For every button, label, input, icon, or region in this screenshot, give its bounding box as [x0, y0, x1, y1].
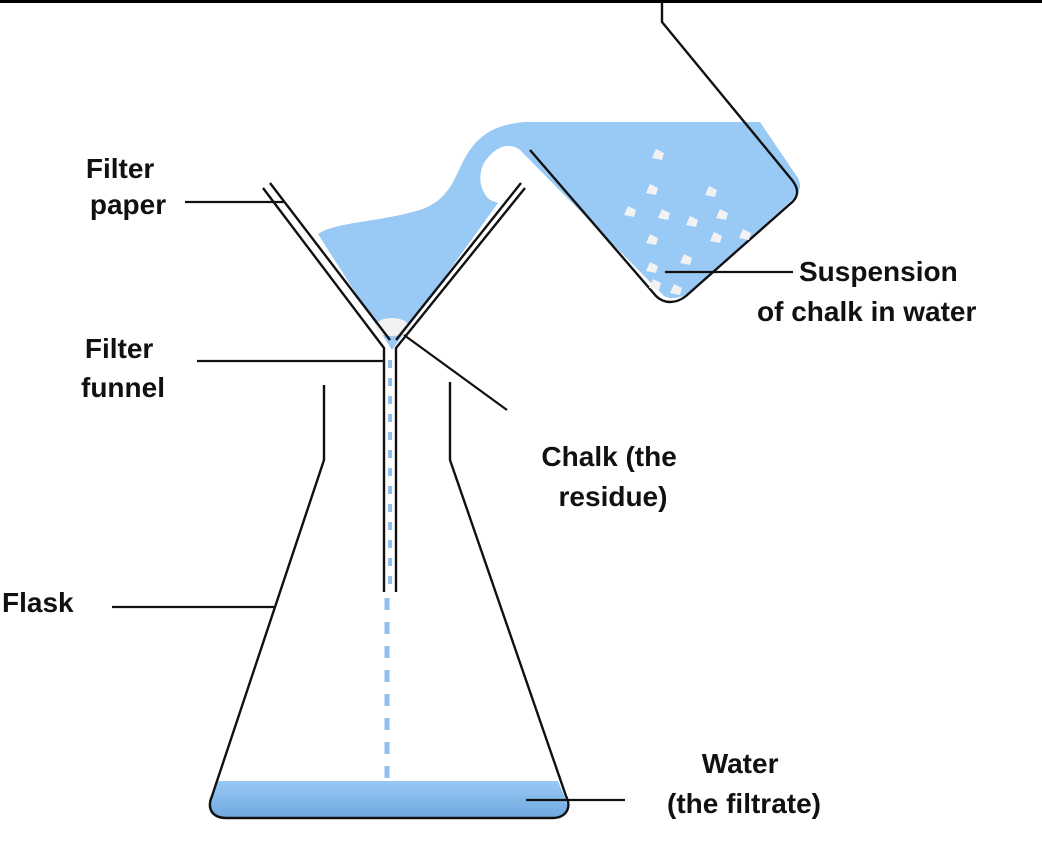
chalk-particle: [680, 254, 692, 265]
filtrate-water: [208, 781, 568, 818]
top-border: [0, 0, 1042, 3]
chalk-particle: [658, 209, 670, 220]
chalk-particle: [716, 209, 728, 220]
chalk-particle: [646, 184, 658, 195]
label-flask: Flask: [2, 587, 74, 618]
chalk-particle: [705, 186, 717, 197]
chalk-particle: [624, 206, 636, 217]
chalk-particle: [670, 284, 682, 295]
chalk-particle: [646, 262, 658, 273]
label-filtrate: Water (the filtrate): [667, 748, 821, 819]
leader-chalk: [403, 334, 508, 411]
label-filter-paper: Filter paper: [86, 153, 166, 220]
label-filter-funnel: Filter funnel: [81, 333, 165, 403]
filter-funnel: [262, 182, 526, 592]
label-suspension: Suspension of chalk in water: [757, 256, 976, 327]
chalk-particle: [649, 279, 661, 290]
chalk-particle: [739, 229, 751, 240]
chalk-particle: [646, 234, 658, 245]
chalk-particle: [686, 216, 698, 227]
pouring-liquid: [318, 122, 800, 350]
chalk-particle: [710, 232, 722, 243]
beaker-outline: [529, 3, 799, 304]
chalk-particle: [652, 149, 664, 160]
label-chalk-residue: Chalk (the residue): [541, 441, 684, 512]
chalk-particles: [624, 149, 751, 295]
spout-gap: [480, 148, 520, 203]
